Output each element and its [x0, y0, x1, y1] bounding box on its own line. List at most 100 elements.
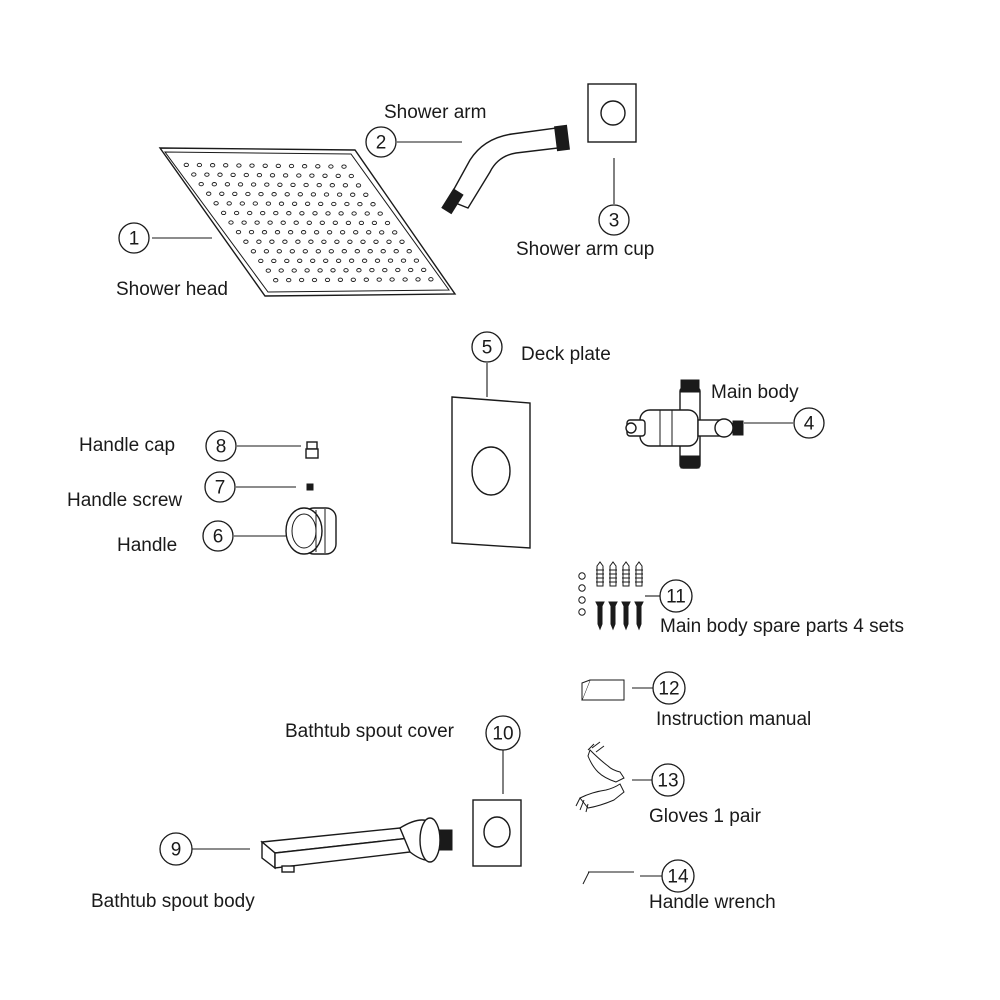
nozzle [226, 201, 232, 206]
washer [578, 584, 586, 592]
nozzle [248, 229, 255, 235]
nozzle [262, 163, 268, 168]
nozzle [245, 191, 251, 197]
callout-number: 7 [215, 478, 226, 499]
nozzle [264, 182, 270, 187]
nozzle [297, 192, 303, 197]
nozzle [374, 258, 381, 263]
nozzle [291, 201, 298, 206]
nozzle [237, 182, 244, 187]
nozzle [310, 258, 316, 263]
callout-number: 3 [609, 211, 620, 232]
nozzle [250, 249, 257, 254]
nozzle [348, 258, 355, 263]
nozzle [319, 220, 325, 225]
nozzle [265, 201, 272, 206]
nozzle [260, 210, 266, 216]
nozzle [337, 277, 344, 282]
nozzle [387, 258, 394, 263]
nozzle [421, 267, 427, 273]
nozzle [350, 192, 356, 197]
nozzle [220, 210, 227, 216]
callout-1: 1 [118, 222, 150, 254]
shower-arm-cup-label: Shower arm cup [516, 239, 654, 260]
nozzle [350, 277, 356, 282]
callout-8: 8 [205, 430, 237, 462]
nozzle [298, 277, 305, 283]
nozzle [400, 258, 407, 263]
nozzle [269, 173, 276, 178]
bathtub-spout-body-drawing [260, 817, 453, 873]
nozzle [335, 258, 342, 263]
instruction-manual-label: Instruction manual [656, 709, 811, 730]
nozzle [254, 220, 260, 225]
callout-3: 3 [598, 204, 630, 236]
screw [621, 601, 631, 631]
nozzle [256, 239, 262, 244]
nozzle [342, 183, 349, 188]
gloves-label: Gloves 1 pair [649, 806, 762, 827]
handle-screw-label: Handle screw [67, 490, 182, 511]
nozzle [241, 220, 247, 225]
nozzle [299, 211, 305, 216]
nozzle [223, 163, 229, 168]
nozzle [329, 183, 335, 188]
nozzle [274, 230, 281, 235]
nozzle [304, 201, 311, 206]
nozzle [278, 201, 285, 206]
nozzle [232, 191, 238, 197]
shower-head-drawing [158, 147, 457, 297]
nozzle [243, 239, 249, 244]
nozzle [315, 164, 321, 169]
handle-wrench-drawing [582, 871, 634, 885]
nozzle [325, 211, 331, 216]
nozzle [280, 220, 286, 225]
nozzle [376, 277, 382, 282]
nozzle [379, 230, 385, 235]
nozzle [341, 249, 347, 254]
nozzle [336, 192, 343, 197]
nozzle [343, 268, 349, 273]
nozzle [236, 163, 242, 168]
nozzle [326, 230, 333, 235]
nozzle [235, 229, 242, 235]
nozzle [428, 277, 434, 282]
nozzle [382, 267, 388, 273]
nozzle [355, 183, 362, 188]
nozzle [196, 162, 203, 168]
nozzle [353, 230, 359, 235]
callout-number: 14 [667, 867, 689, 888]
handle-cap-label: Handle cap [79, 435, 175, 456]
spare-parts-label: Main body spare parts 4 sets [660, 616, 904, 637]
deck-plate-label: Deck plate [521, 344, 611, 365]
nozzle [256, 172, 263, 178]
nozzle [249, 163, 255, 168]
handle-wrench-label: Handle wrench [649, 892, 776, 913]
nozzle [323, 258, 329, 263]
nozzle [258, 191, 264, 197]
nozzle [277, 182, 283, 187]
nozzle [286, 277, 292, 283]
shower-arm-drawing [441, 124, 570, 215]
nozzle [339, 230, 346, 235]
nozzle [271, 258, 277, 264]
callout-13: 13 [651, 763, 685, 797]
nozzle [269, 239, 275, 244]
nozzle [209, 163, 216, 168]
nozzle [386, 239, 392, 244]
nozzle [363, 277, 369, 282]
nozzle [287, 230, 294, 235]
callout-number: 2 [376, 133, 387, 154]
nozzle [290, 182, 296, 188]
callout-number: 11 [666, 587, 686, 608]
spare-parts-drawing [578, 561, 644, 631]
nozzle [228, 220, 234, 225]
nozzle [273, 210, 279, 216]
callout-6: 6 [202, 520, 234, 552]
nozzle [330, 268, 336, 273]
nozzle [258, 258, 264, 264]
nozzle [344, 201, 350, 207]
nozzle [278, 268, 284, 273]
nozzle [324, 277, 331, 283]
